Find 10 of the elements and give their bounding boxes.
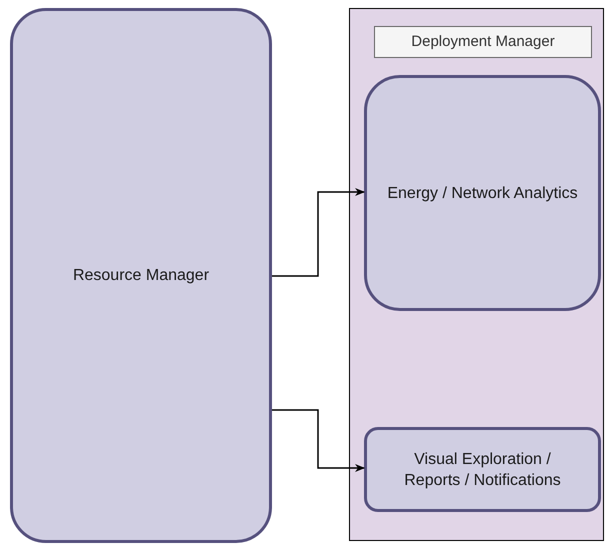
arrow [272,188,365,277]
node-label: Visual Exploration / Reports / Notifications [403,450,562,490]
rounded-box [10,8,272,543]
panel-title: Deployment Manager [374,26,592,58]
rounded-box [364,75,601,311]
container-panel [349,8,604,541]
node-label: Resource Manager [72,266,210,286]
node-label: Energy / Network Analytics [387,184,578,204]
arrow [272,409,365,472]
rounded-box [364,427,601,512]
